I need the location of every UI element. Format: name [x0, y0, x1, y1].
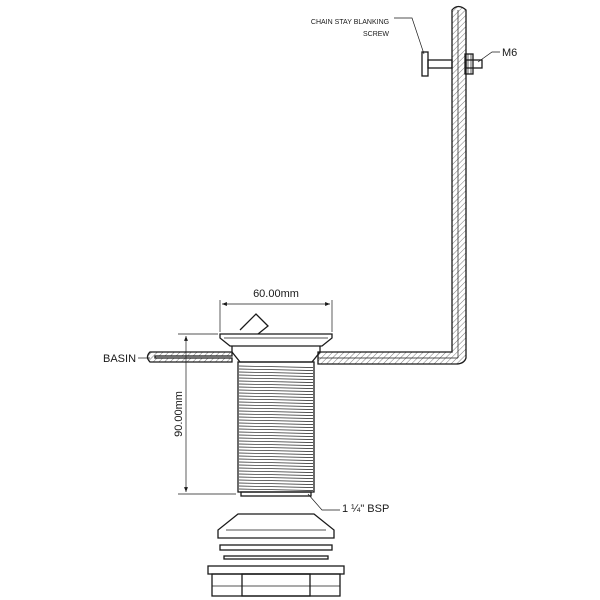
- dimension-flange-diameter: 60.00mm: [219, 288, 333, 332]
- thread-line: [238, 446, 314, 449]
- basin-section: [146, 5, 467, 365]
- thread-line: [238, 452, 314, 455]
- thread-line: [238, 455, 314, 458]
- thread-line: [238, 443, 314, 446]
- thread-line: [238, 422, 314, 425]
- thread-line: [238, 437, 314, 440]
- chain-stay-label-line1: CHAIN STAY BLANKING: [311, 19, 389, 26]
- dimension-body-length: 90.00mm: [173, 333, 236, 495]
- thread-line: [238, 419, 314, 422]
- thread-line: [238, 365, 314, 368]
- thread-line: [238, 386, 314, 389]
- thread-line: [238, 368, 314, 371]
- thread-line: [238, 416, 314, 419]
- thread-line: [238, 401, 314, 404]
- thread-line: [238, 485, 314, 488]
- thread-line: [238, 407, 314, 410]
- basin-label: BASIN: [103, 353, 136, 365]
- thread-line: [238, 428, 314, 431]
- thread-line: [238, 458, 314, 461]
- thread-line: [238, 440, 314, 443]
- thread-line: [238, 398, 314, 401]
- thread-line: [238, 377, 314, 380]
- thread-size-label: M6: [502, 47, 517, 59]
- thread-line: [238, 413, 314, 416]
- thread-line: [238, 461, 314, 464]
- thread-line: [238, 425, 314, 428]
- thread-line: [238, 476, 314, 479]
- thread-line: [238, 431, 314, 434]
- thread-line: [238, 404, 314, 407]
- thread-line: [238, 380, 314, 383]
- chain-stay-screw: [421, 51, 483, 77]
- thread-line: [238, 467, 314, 470]
- thread-line: [238, 410, 314, 413]
- thread-line: [238, 371, 314, 374]
- thread-line: [238, 434, 314, 437]
- thread-line: [238, 479, 314, 482]
- thread-line: [238, 464, 314, 467]
- thread-line: [238, 488, 314, 491]
- body-length-label: 90.00mm: [173, 391, 185, 437]
- thread-line: [238, 392, 314, 395]
- thread-line: [238, 395, 314, 398]
- thread-line: [238, 383, 314, 386]
- flange: [219, 313, 333, 363]
- annotations: BASIN CHAIN STAY BLANKING SCREW M6 1 ¼" …: [103, 17, 517, 515]
- thread-line: [238, 482, 314, 485]
- thread-spec-label: 1 ¼" BSP: [342, 503, 389, 515]
- backnut-assembly: [207, 513, 345, 597]
- chain-stay-label-line2: SCREW: [363, 31, 389, 38]
- thread-line: [238, 449, 314, 452]
- thread-line: [238, 389, 314, 392]
- thread-line: [238, 470, 314, 473]
- threaded-body: [237, 361, 315, 493]
- flange-diameter-label: 60.00mm: [253, 288, 299, 300]
- thread-line: [238, 473, 314, 476]
- thread-line: [238, 374, 314, 377]
- body-end: [240, 491, 312, 497]
